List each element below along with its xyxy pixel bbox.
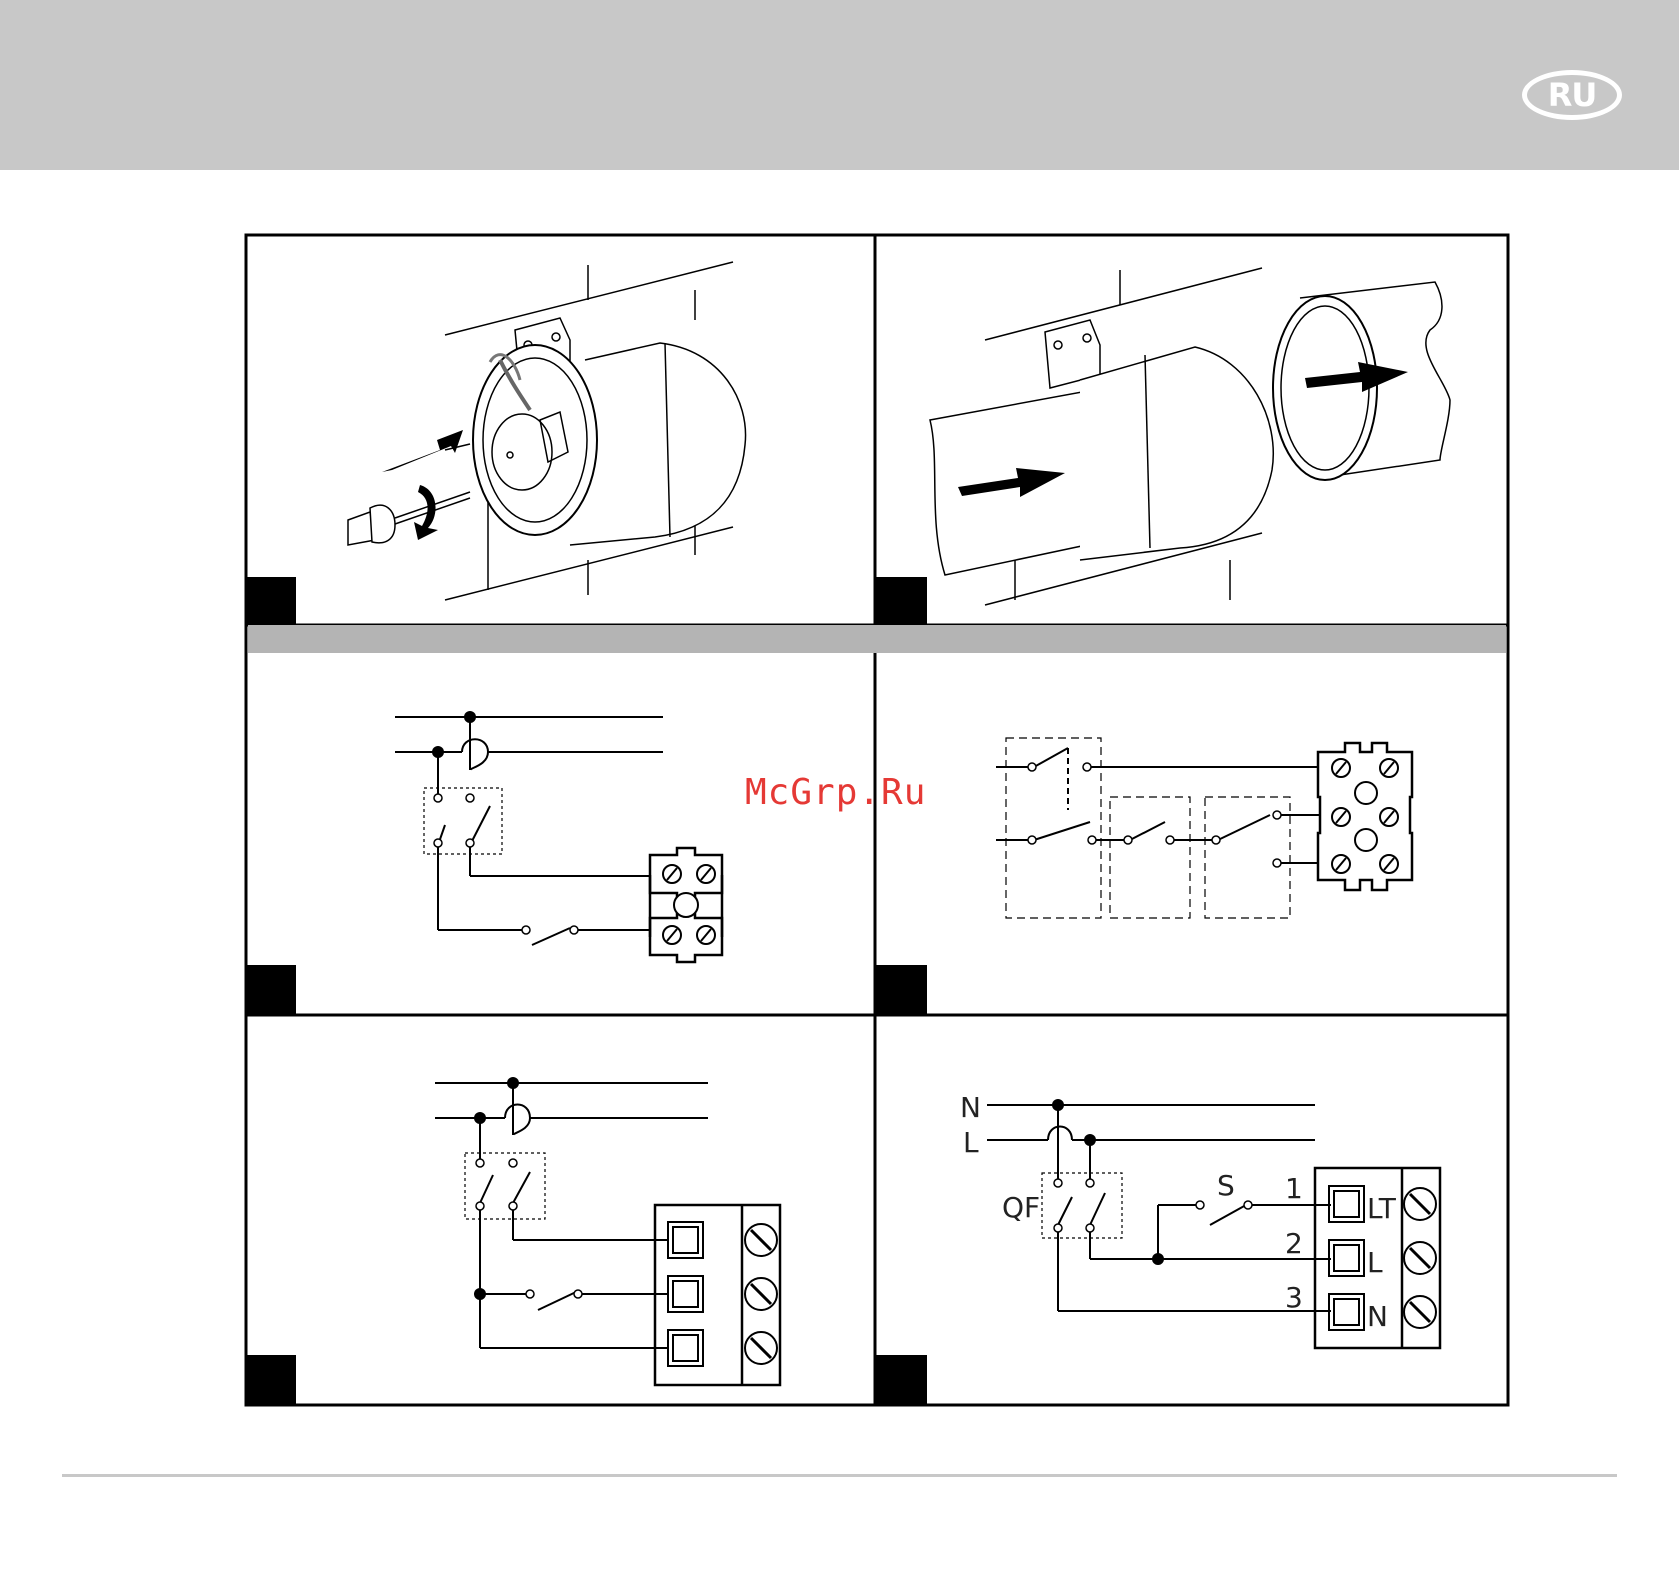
footer-rule <box>62 1474 1617 1477</box>
label-live-line: L <box>963 1126 979 1159</box>
panel-install-screw <box>445 262 746 600</box>
panel-number-tabs <box>246 577 927 1405</box>
wiring-a-contacts <box>434 794 578 934</box>
wiring-timer-nodes <box>1052 1099 1164 1265</box>
label-breaker: QF <box>1002 1191 1040 1224</box>
wiring-diagram-b <box>435 1083 780 1385</box>
label-neutral-line: N <box>960 1091 981 1124</box>
label-terminal-number-1: 1 <box>1285 1172 1303 1205</box>
label-terminal-number-3: 3 <box>1285 1281 1303 1314</box>
wiring-diagram-a <box>395 717 722 962</box>
label-terminal-number-2: 2 <box>1285 1227 1303 1260</box>
wiring-diagram-multi-switch <box>996 738 1412 918</box>
label-terminal-l: L <box>1367 1246 1383 1279</box>
label-switch: S <box>1217 1169 1235 1202</box>
section-divider-bar <box>248 625 1506 653</box>
watermark: McGrp.Ru <box>745 772 926 813</box>
wiring-multi-contacts <box>1028 763 1281 867</box>
label-terminal-n: N <box>1367 1300 1388 1333</box>
wiring-b-contacts <box>476 1159 582 1298</box>
label-terminal-lt: LT <box>1367 1192 1397 1225</box>
panel-install-duct <box>930 268 1450 605</box>
screwdriver-icon <box>348 492 470 545</box>
insert-arrow-icon <box>382 430 463 472</box>
